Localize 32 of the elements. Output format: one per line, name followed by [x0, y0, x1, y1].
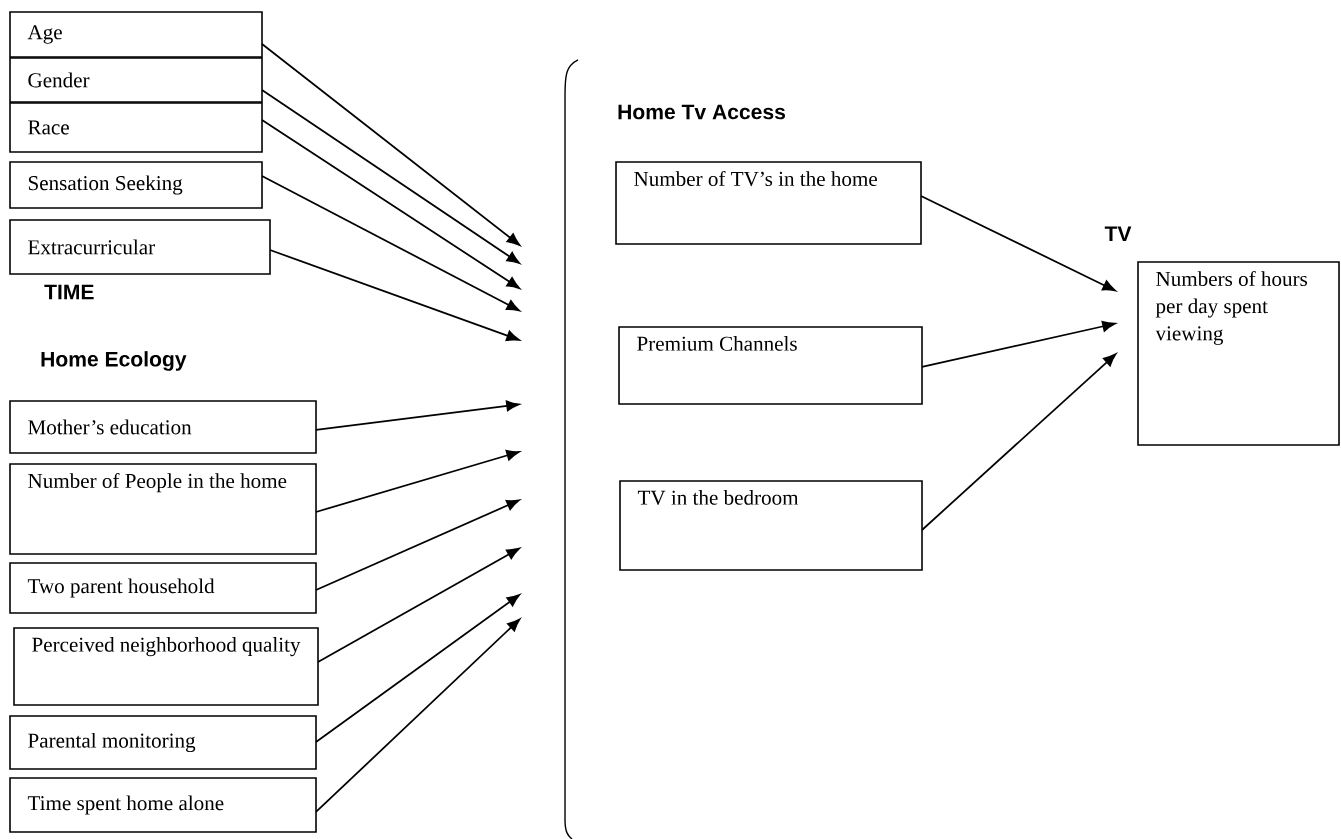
arrow — [920, 195, 1116, 292]
arrow — [261, 89, 520, 264]
arrow — [261, 119, 520, 289]
arrow — [315, 499, 520, 591]
text-box: Time spent home alone — [9, 777, 317, 833]
text-box: Gender — [9, 57, 263, 103]
text-box: Race — [9, 102, 263, 153]
arrow — [921, 320, 1116, 368]
text-box: Numbers of hours per day spent viewing — [1137, 261, 1340, 446]
heading: Home Ecology — [41, 351, 187, 371]
text-box: Age — [9, 11, 263, 58]
arrow — [315, 449, 520, 513]
arrow — [317, 547, 520, 663]
text-box: Number of TV’s in the home — [615, 161, 922, 245]
arrow — [315, 594, 521, 743]
text-box: TV in the bedroom — [619, 480, 923, 571]
text-box: Mother’s education — [9, 400, 317, 454]
arrow — [269, 249, 520, 342]
arrow — [261, 43, 521, 246]
arrow — [261, 175, 520, 312]
arrow — [315, 400, 520, 431]
text-box: Extracurricular — [9, 219, 271, 275]
text-box: Number of People in the home — [9, 463, 317, 555]
text-box: Perceived neighborhood quality — [13, 627, 319, 706]
heading: TV — [1104, 226, 1132, 241]
arrow — [315, 618, 521, 813]
text-box: Parental monitoring — [9, 715, 317, 770]
text-box: Two parent household — [9, 562, 317, 614]
text-box: Premium Channels — [618, 326, 923, 405]
text-box: Sensation Seeking — [9, 161, 263, 209]
arrow — [921, 353, 1117, 531]
heading: Home Tv Access — [618, 104, 785, 120]
